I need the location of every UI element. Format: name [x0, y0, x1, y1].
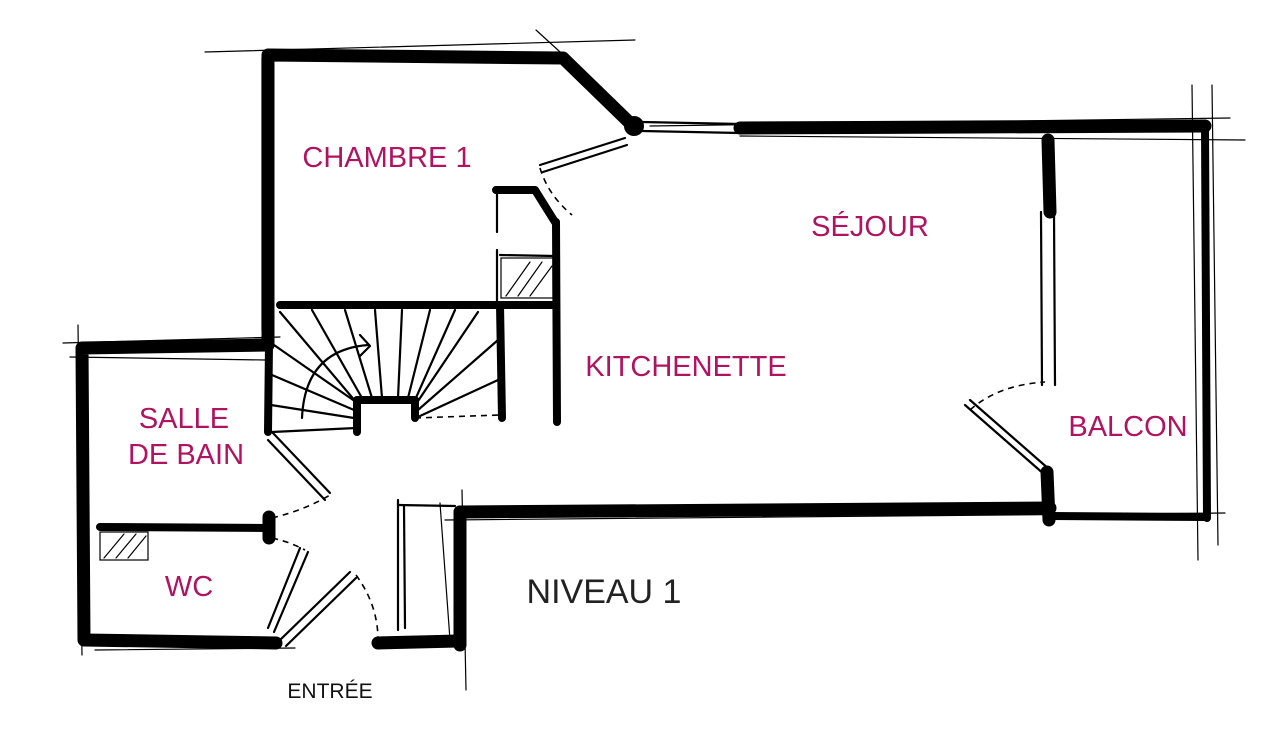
- label-sejour: SÉJOUR: [811, 210, 929, 243]
- hatched-fixtures: [99, 257, 554, 561]
- doors: [266, 136, 1052, 648]
- label-kitchenette: KITCHENETTE: [585, 351, 786, 383]
- main-walls: [75, 48, 1212, 652]
- label-balcon: BALCON: [1068, 411, 1187, 443]
- label-salle-line2: DE BAIN: [128, 439, 244, 471]
- label-wc: WC: [165, 571, 213, 603]
- label-entree: ENTRÉE: [287, 680, 372, 703]
- wall-joint: [624, 116, 644, 136]
- interior-walls: [96, 120, 1057, 632]
- label-salle-line1: SALLE: [139, 403, 229, 435]
- label-chambre: CHAMBRE 1: [302, 142, 471, 174]
- label-niveau: NIVEAU 1: [527, 573, 682, 611]
- staircase: [269, 308, 501, 436]
